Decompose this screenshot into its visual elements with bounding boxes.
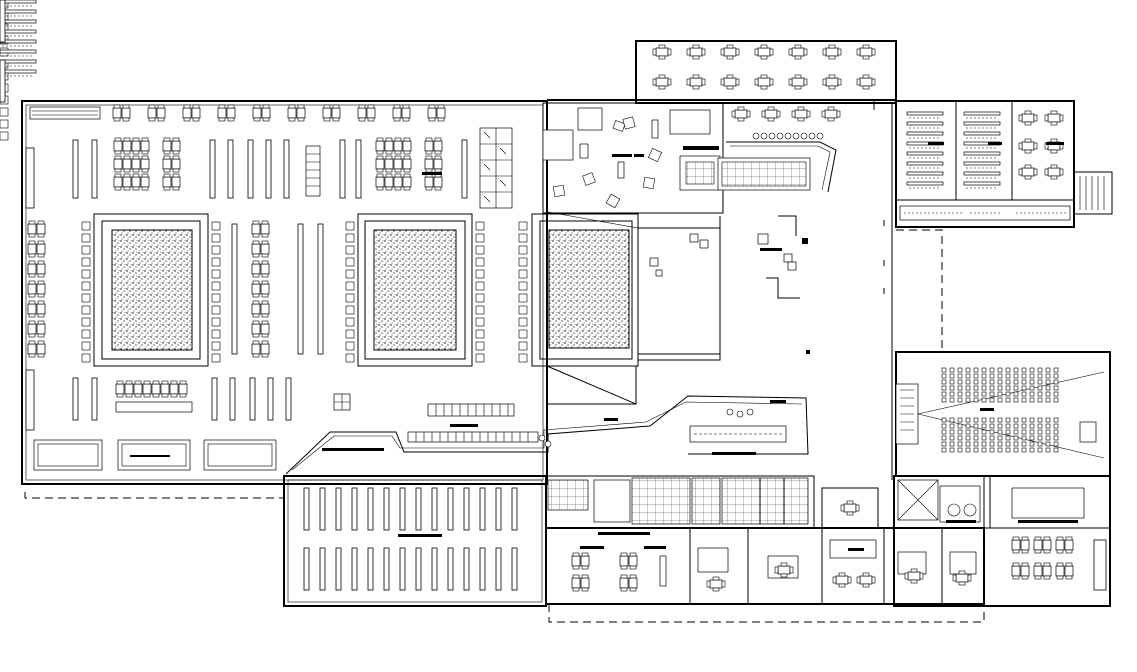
study-tables-top-left [29,106,101,120]
study-clusters-middle [231,220,351,411]
study-carrels [479,127,513,209]
label-markers [612,154,976,523]
circulation-desk [427,403,515,427]
east-stairs [1074,171,1113,215]
courtyard-2 [357,213,473,367]
lab-desks [0,0,1001,189]
courtyard-3 [531,213,639,367]
lounge-sofas [33,439,277,471]
cafe-terrace [635,40,897,104]
reading-hall [0,0,639,499]
stack-shelves [0,0,518,591]
stack-room [0,0,547,607]
open-lobby [546,99,896,480]
entry-ramp [285,395,809,475]
study-tables-top-row [112,104,446,122]
west-seating [25,147,46,431]
counter-stools [752,132,824,140]
seminar-room [893,475,1111,607]
restrooms [545,475,815,535]
bookshelves-upper [72,139,468,199]
cafe-interior [542,102,841,214]
study-clusters-upper [113,137,443,191]
bookshelves-lower [72,377,292,421]
computer-labs [0,0,1113,350]
offices [545,487,985,623]
courtyard-1 [93,213,209,367]
